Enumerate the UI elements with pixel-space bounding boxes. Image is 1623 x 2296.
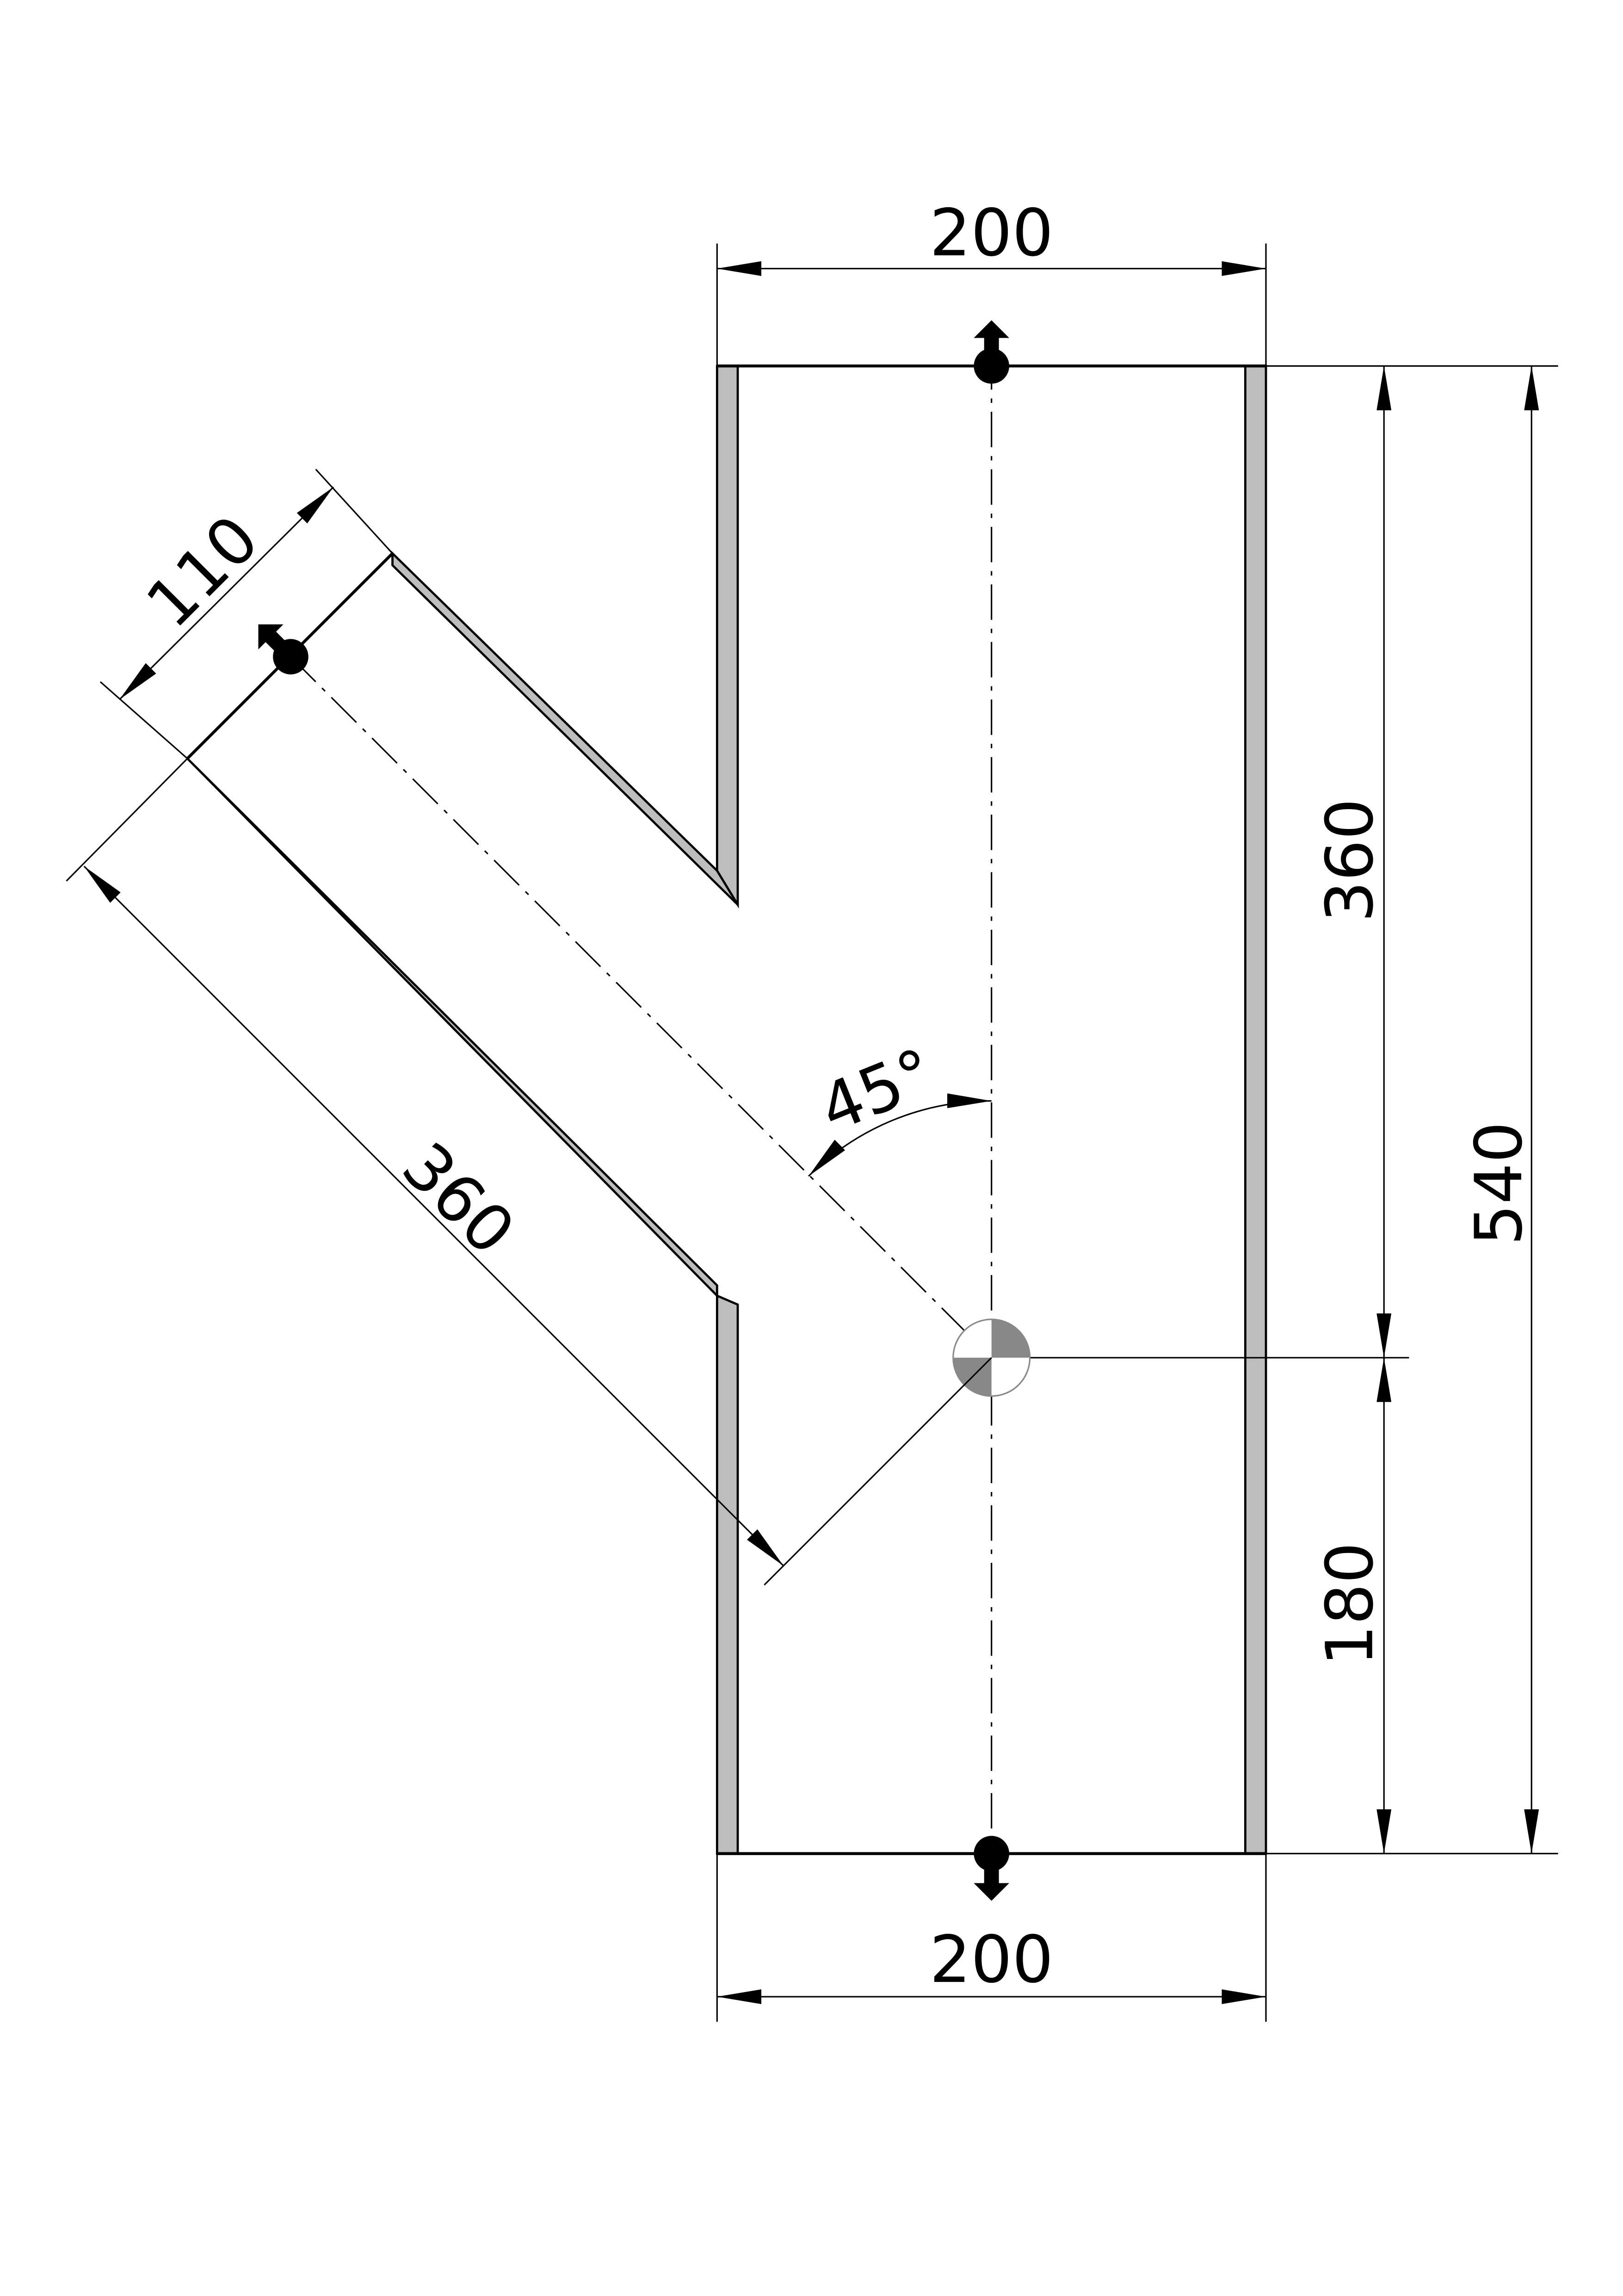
left-wall-lower xyxy=(716,1294,739,1855)
total-height-label: 540 xyxy=(1462,1121,1537,1245)
right-wall xyxy=(1244,365,1267,1855)
pipe-body xyxy=(186,364,1267,1855)
upper-height-label: 360 xyxy=(1313,798,1388,922)
branch-wall-upper xyxy=(391,551,739,906)
flow-port-top-icon xyxy=(974,320,1009,384)
top-width-label: 200 xyxy=(930,196,1054,271)
left-wall-upper xyxy=(716,365,739,909)
branch-diameter-label: 110 xyxy=(132,501,273,643)
bottom-width-label: 200 xyxy=(930,1922,1054,1998)
flow-port-bottom-icon xyxy=(974,1836,1009,1901)
dimension-branch-length: 360 xyxy=(66,758,992,1586)
lower-height-label: 180 xyxy=(1313,1542,1388,1666)
flow-port-branch-icon xyxy=(258,624,309,675)
dimension-total-height: 540 xyxy=(1462,366,1539,1854)
dimension-branch-angle: 45° xyxy=(808,1034,992,1177)
branch-length-label: 360 xyxy=(388,1128,529,1269)
dimension-top-width: 200 xyxy=(716,196,1267,366)
branch-angle-label: 45° xyxy=(809,1034,944,1147)
dimension-lower-height: 180 xyxy=(1313,1357,1392,1854)
branch-centerline xyxy=(290,656,992,1358)
dimension-bottom-width: 200 xyxy=(716,1853,1267,2022)
dimension-upper-height: 360 xyxy=(1313,366,1392,1358)
